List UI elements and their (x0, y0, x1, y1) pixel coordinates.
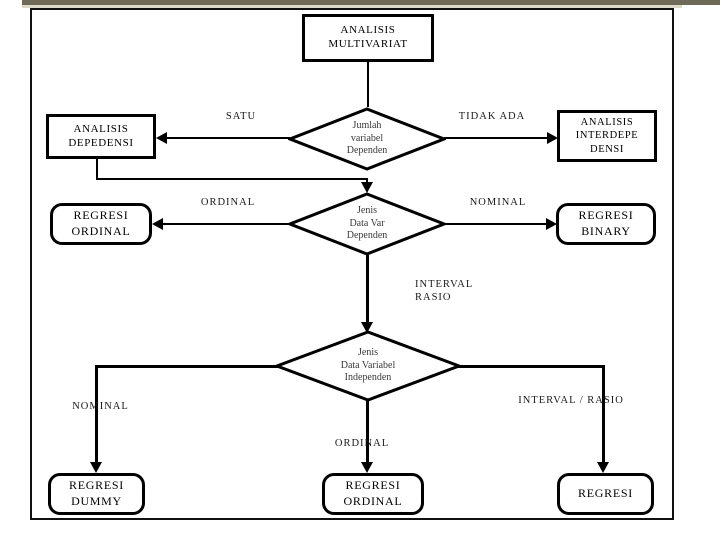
arrowhead-to-regresi-binary (546, 218, 557, 230)
edge-label-nominal-right: NOMINAL (469, 197, 527, 208)
arrowhead-to-regresi (597, 462, 609, 473)
node-regresi-binary-line2: BINARY (581, 224, 631, 238)
node-analisis-interdependensi-line2: INTERDEPE (575, 130, 639, 142)
node-analisis-interdependensi[interactable]: ANALISIS INTERDEPE DENSI (557, 110, 657, 162)
diamond-shape-1 (285, 107, 449, 171)
edge-d2-to-regresi-binary (444, 223, 548, 225)
node-analisis-depedensi[interactable]: ANALISIS DEPEDENSI (46, 114, 156, 159)
arrowhead-to-regresi-dummy (90, 462, 102, 473)
arrowhead-to-d2 (361, 182, 373, 193)
node-regresi-dummy[interactable]: REGRESI DUMMY (48, 473, 145, 515)
arrowhead-to-d3 (361, 322, 373, 333)
slide-top-strip-highlight (22, 5, 682, 8)
decision-jumlah-variabel-dependen[interactable]: Jumlah variabel Dependen (285, 107, 449, 171)
edge-d1-to-interdependensi (444, 137, 549, 139)
node-analisis-depedensi-line2: DEPEDENSI (68, 136, 134, 149)
node-regresi-ordinal-mid-line1: REGRESI (73, 208, 129, 223)
node-regresi-binary[interactable]: REGRESI BINARY (556, 203, 656, 245)
edge-d2-to-d3 (366, 254, 369, 328)
arrowhead-to-regresi-ordinal-bottom (361, 462, 373, 473)
edge-d3-left-vertical (95, 365, 98, 469)
node-analisis-interdependensi-line3: DENSI (590, 143, 624, 155)
diamond-shape-2 (285, 192, 449, 256)
node-regresi-ordinal-mid-line2: ORDINAL (71, 224, 131, 238)
node-regresi[interactable]: REGRESI (557, 473, 654, 515)
edge-label-satu: SATU (225, 111, 257, 122)
edge-d3-right-horizontal (455, 365, 605, 368)
slide-top-strip (22, 0, 720, 5)
decision-jenis-data-var-dependen[interactable]: Jenis Data Var Dependen (285, 192, 449, 256)
edge-d1-to-depedensi (162, 137, 290, 139)
node-regresi-line1: REGRESI (578, 486, 633, 501)
diagram-frame (30, 8, 674, 520)
edge-label-interval-rasio-bottom: INTERVAL / RASIO (518, 395, 624, 406)
node-regresi-ordinal-mid[interactable]: REGRESI ORDINAL (50, 203, 152, 245)
edge-multivariat-to-d1 (367, 62, 369, 107)
edge-label-tidak-ada: TIDAK ADA (458, 111, 526, 122)
edge-depedensi-down (96, 159, 98, 179)
diamond-shape-3 (272, 330, 464, 402)
node-regresi-binary-line1: REGRESI (578, 208, 634, 223)
edge-d2-to-regresi-ordinal (158, 223, 290, 225)
edge-d3-right-vertical (602, 365, 605, 469)
node-regresi-dummy-line2: DUMMY (71, 494, 122, 508)
node-analisis-multivariat[interactable]: ANALISIS MULTIVARIAT (302, 14, 434, 62)
edge-depedensi-right (96, 178, 367, 180)
edge-label-ordinal-left: ORDINAL (200, 197, 256, 208)
node-analisis-multivariat-line2: MULTIVARIAT (328, 38, 408, 50)
node-analisis-multivariat-line1: ANALISIS (340, 24, 396, 37)
edge-label-ordinal-bottom: ORDINAL (334, 438, 390, 449)
arrowhead-to-regresi-ordinal (152, 218, 163, 230)
node-regresi-ordinal-bottom-line1: REGRESI (345, 478, 401, 493)
node-analisis-interdependensi-line1: ANALISIS (580, 117, 634, 129)
edge-label-interval-rasio: INTERVAL RASIO (415, 279, 474, 304)
arrowhead-to-depedensi (156, 132, 167, 144)
edge-d3-left-horizontal (95, 365, 280, 368)
edge-label-nominal-bottom: NOMINAL (72, 401, 129, 412)
node-regresi-ordinal-bottom[interactable]: REGRESI ORDINAL (322, 473, 424, 515)
edge-d3-bottom-vertical (366, 400, 369, 469)
node-regresi-dummy-line1: REGRESI (69, 478, 124, 493)
decision-jenis-data-variabel-independen[interactable]: Jenis Data Variabel Independen (272, 330, 464, 402)
arrowhead-to-interdependensi (547, 132, 558, 144)
node-analisis-depedensi-line1: ANALISIS (73, 122, 129, 135)
node-regresi-ordinal-bottom-line2: ORDINAL (343, 494, 403, 508)
